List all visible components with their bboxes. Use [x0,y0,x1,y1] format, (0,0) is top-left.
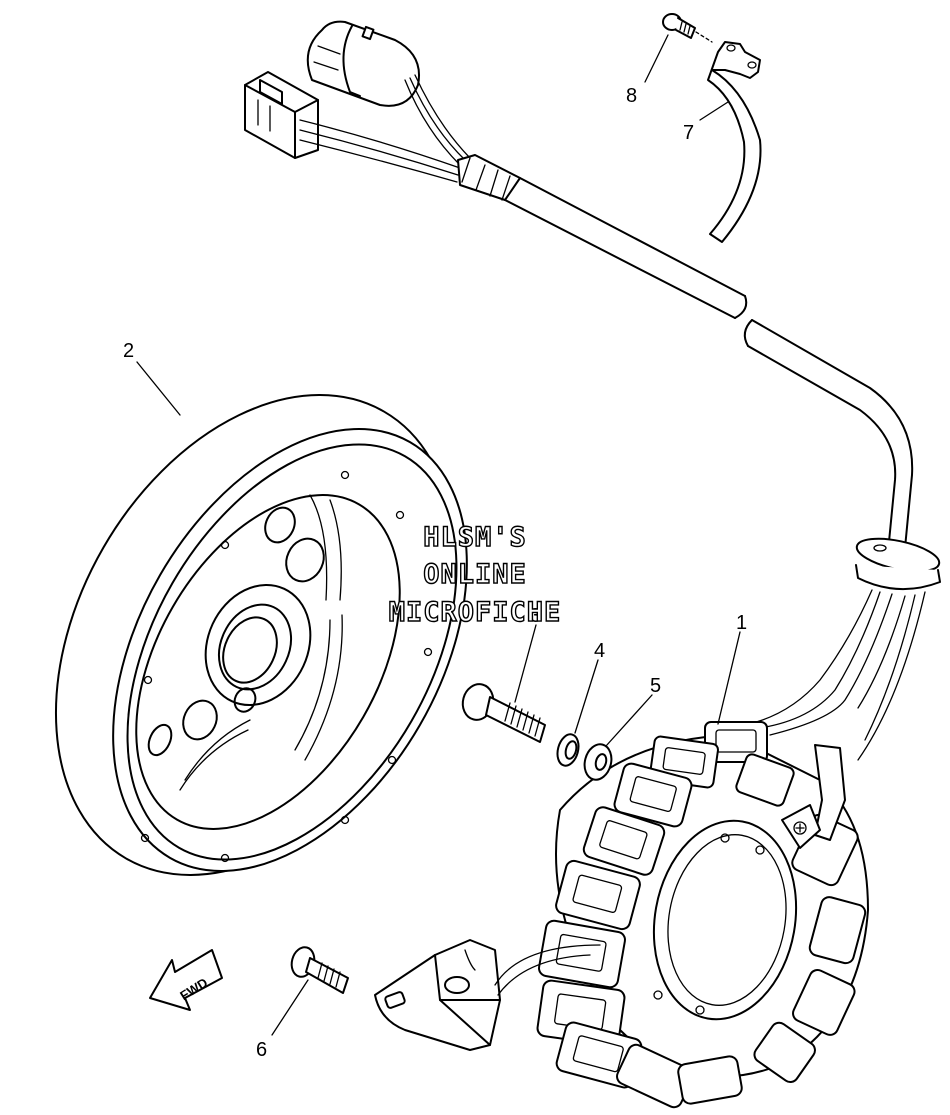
callout-2: 2 [123,340,134,362]
callout-1: 1 [736,612,747,634]
bolt-3 [461,683,546,743]
forward-direction-arrow: FWD [149,949,223,1011]
flywheel-rotor [54,394,468,876]
callout-4: 4 [594,640,605,662]
callout-5: 5 [650,675,661,697]
callout-leaders [136,34,741,1036]
screw-8 [662,13,713,43]
wire-clamp-bracket [707,41,762,243]
square-coupler [244,71,319,159]
lock-washer-4 [556,733,580,767]
watermark-line-1: HLSM'S [423,522,527,553]
callout-3: 3 [530,605,541,627]
stator-coils [536,721,867,1109]
callout-7: 7 [683,122,694,144]
rim-holes [140,470,433,863]
stator-coil-assembly [536,721,869,1109]
watermark-line-2: ONLINE [423,559,527,590]
pickup-coil [374,939,601,1051]
wire-harness [244,20,941,761]
screw-6 [290,946,349,994]
round-coupler [306,20,420,107]
watermark-line-3: MICROFICHE [389,597,562,628]
callout-numbers: 1 2 3 4 5 6 7 8 [123,85,747,1061]
callout-6: 6 [256,1039,267,1061]
watermark: HLSM'S ONLINE MICROFICHE [388,521,562,628]
plain-washer-5 [583,743,613,781]
callout-8: 8 [626,85,637,107]
